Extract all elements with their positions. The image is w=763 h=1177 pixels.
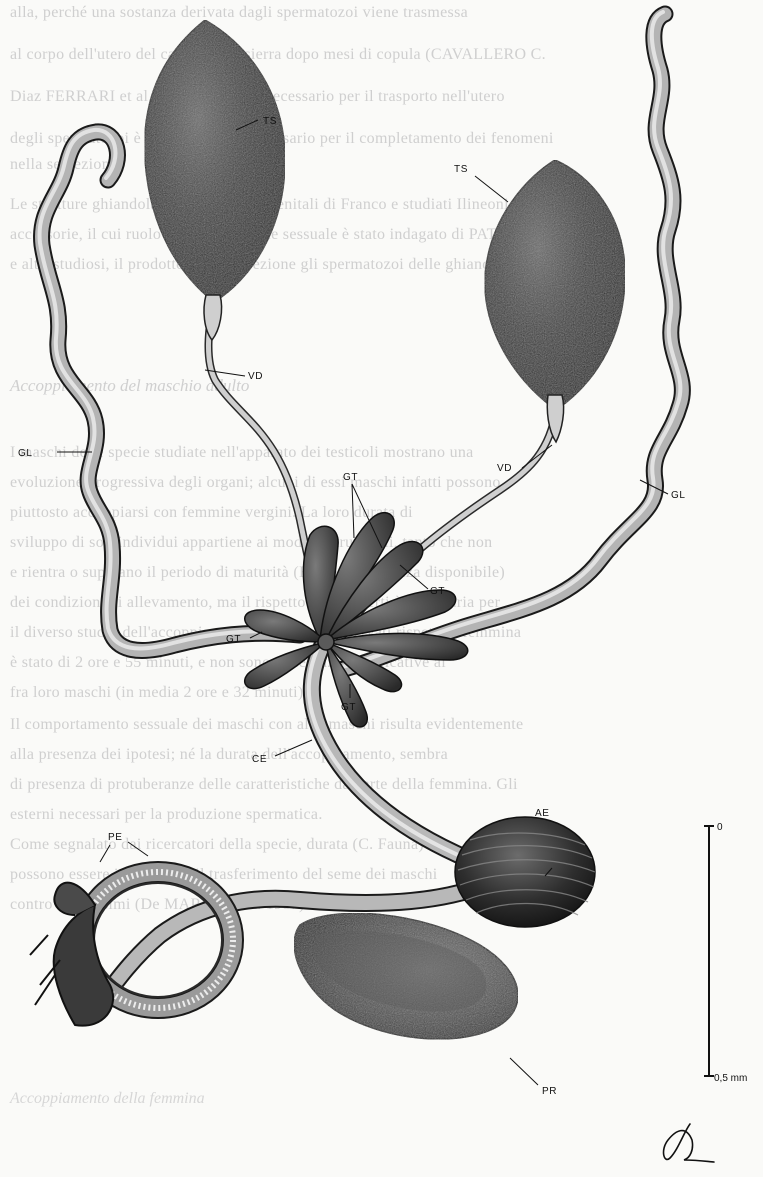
label-gl-left: GL <box>18 448 33 459</box>
label-ts-left: TS <box>263 116 277 127</box>
left-testis <box>145 20 285 302</box>
tubular-glands-gt <box>245 513 468 727</box>
label-gt-left: GT <box>226 634 241 645</box>
penis-pe <box>30 872 233 1026</box>
label-gl-right: GL <box>671 490 686 501</box>
label-ae: AE <box>535 808 550 819</box>
scale-bar: 0 0,5 mm <box>704 822 747 1084</box>
artist-signature <box>664 1124 714 1162</box>
scale-bottom-label: 0,5 mm <box>714 1073 747 1084</box>
accessory-gland-ae <box>455 817 595 927</box>
label-gt-top: GT <box>343 472 358 483</box>
prostate-pr <box>294 913 518 1039</box>
scale-top-label: 0 <box>717 822 723 833</box>
label-gt-right: GT <box>430 586 445 597</box>
label-ts-right: TS <box>454 164 468 175</box>
label-pe: PE <box>108 832 123 843</box>
label-gt-bottom: GT <box>341 702 356 713</box>
label-pr: PR <box>542 1086 557 1097</box>
right-testis <box>485 160 625 442</box>
label-vd-right: VD <box>497 463 512 474</box>
label-vd-left: VD <box>248 371 263 382</box>
label-ce: CE <box>252 754 267 765</box>
